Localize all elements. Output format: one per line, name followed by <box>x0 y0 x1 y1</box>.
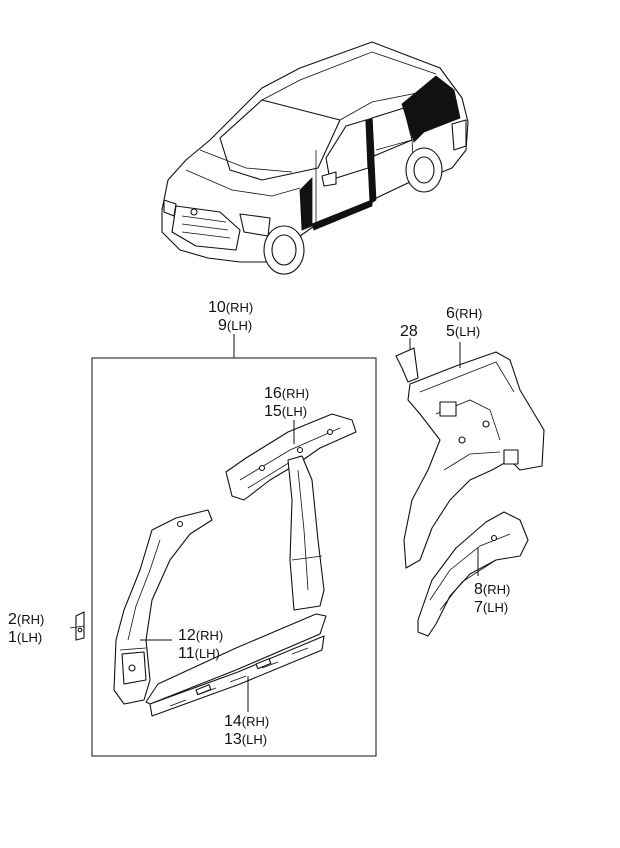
part-rear-pillar-upper <box>225 413 357 611</box>
part-wheel-house <box>417 511 529 637</box>
callout-number: 2 <box>8 611 17 628</box>
callout-6-5: 6(RH) 5(LH) <box>446 306 482 342</box>
callout-side: (RH) <box>225 300 254 315</box>
callout-number: 9 <box>218 317 227 334</box>
callout-number: 10 <box>208 299 226 316</box>
callout-12-11: 12(RH) 11(LH) <box>178 628 223 664</box>
callout-number: 14 <box>224 713 242 730</box>
callout-side: (LH) <box>281 404 308 419</box>
callout-side: (RH) <box>16 612 45 627</box>
callout-side: (LH) <box>454 324 481 339</box>
callout-side: (RH) <box>195 628 224 643</box>
callout-side: (LH) <box>241 732 268 747</box>
callout-number: 15 <box>264 403 282 420</box>
callout-number: 13 <box>224 731 242 748</box>
callout-number: 6 <box>446 305 455 322</box>
callout-number: 11 <box>178 645 195 662</box>
callout-side: (RH) <box>281 386 310 401</box>
callout-10-9: 10(RH) 9(LH) <box>208 300 253 336</box>
callout-number: 28 <box>400 323 418 340</box>
callout-number: 16 <box>264 385 282 402</box>
callout-number: 8 <box>474 581 483 598</box>
part-small-bracket <box>69 611 85 641</box>
callout-number: 12 <box>178 627 196 644</box>
callout-side: (RH) <box>454 306 483 321</box>
callout-side: (LH) <box>194 646 220 661</box>
part-front-pillar <box>113 509 213 705</box>
callout-side: (LH) <box>16 630 43 645</box>
callout-side: (LH) <box>482 600 509 615</box>
callout-14-13: 14(RH) 13(LH) <box>224 714 269 750</box>
callout-28: 28 <box>400 324 418 340</box>
callout-number: 7 <box>474 599 483 616</box>
callout-number: 1 <box>8 629 17 646</box>
callout-side: (RH) <box>482 582 511 597</box>
part-side-sill <box>145 613 327 717</box>
callout-side: (RH) <box>241 714 270 729</box>
callout-16-15: 16(RH) 15(LH) <box>264 386 309 422</box>
vehicle-illustration <box>161 41 469 275</box>
callout-number: 5 <box>446 323 455 340</box>
callout-8-7: 8(RH) 7(LH) <box>474 582 510 618</box>
part-quarter-inner-panel <box>395 338 545 569</box>
callout-2-1: 2(RH) 1(LH) <box>8 612 44 648</box>
callout-side: (LH) <box>226 318 253 333</box>
